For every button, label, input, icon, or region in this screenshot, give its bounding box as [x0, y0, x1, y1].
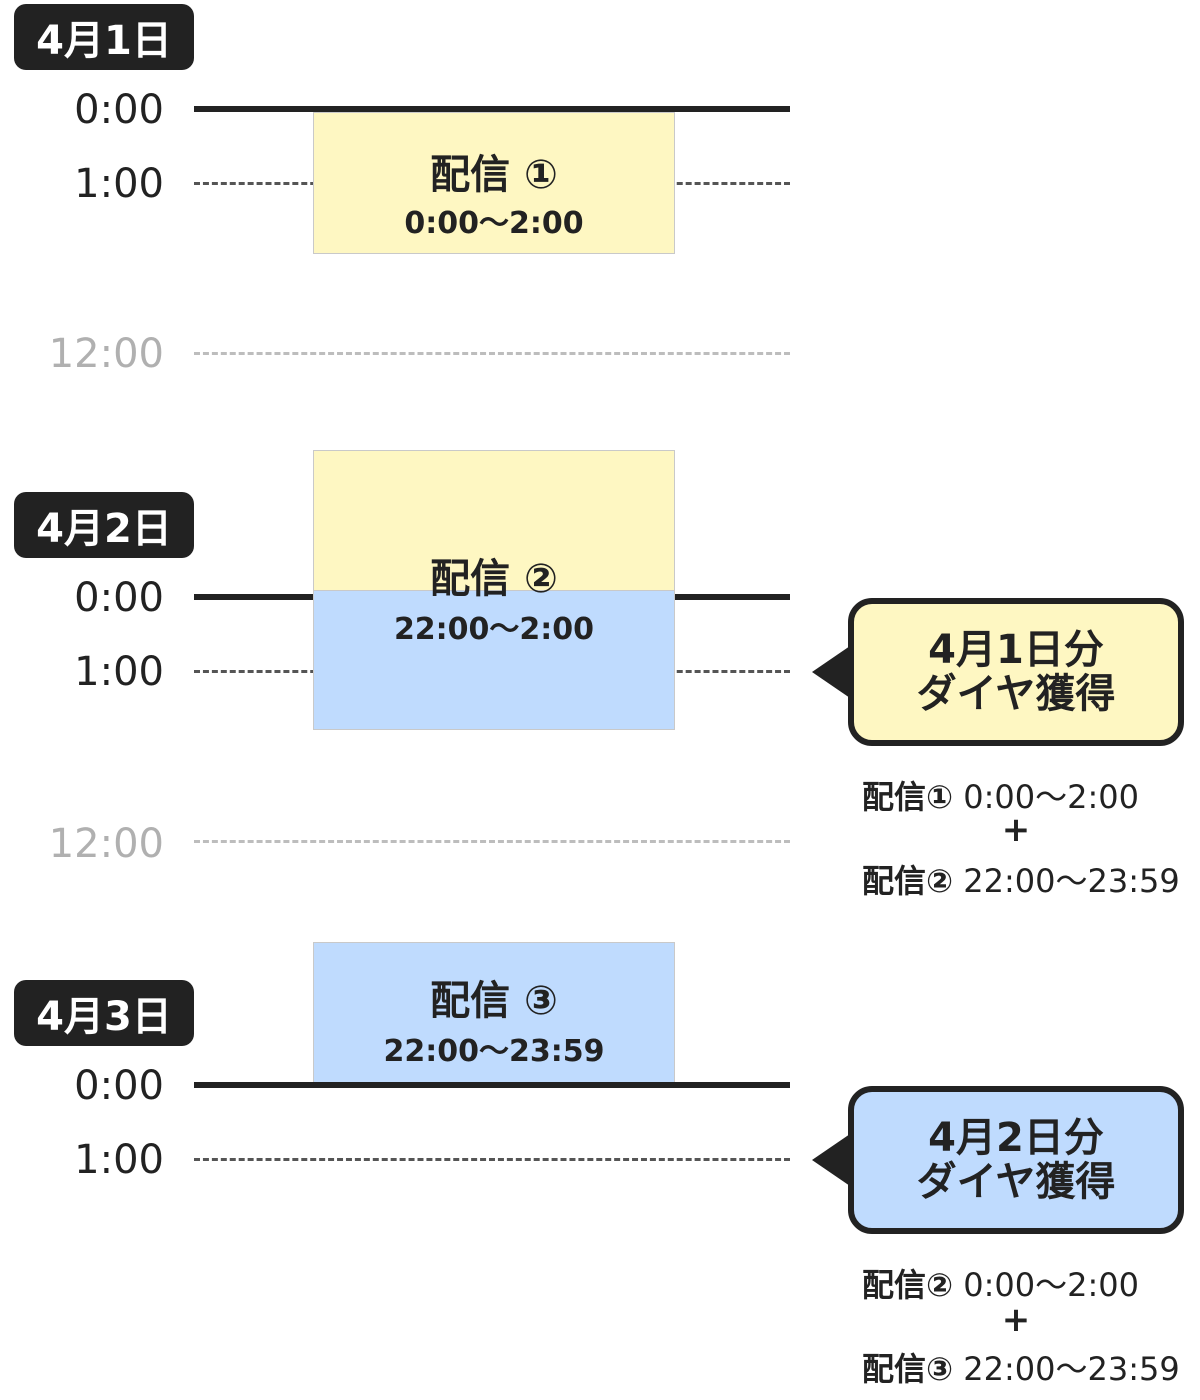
callout-pointer-1	[812, 646, 850, 698]
note-plus: +	[1001, 810, 1031, 850]
stream-time-2: 22:00〜2:00	[393, 612, 595, 647]
stream-block-2-before-midnight	[313, 450, 675, 592]
hour-line	[194, 1158, 790, 1161]
note-stream-time: 22:00〜23:59	[963, 1350, 1180, 1388]
date-badge-day2: 4月2日	[14, 492, 194, 558]
day-start-line	[194, 106, 790, 112]
callout-note-a: 配信① 0:00〜2:00	[862, 772, 1139, 818]
time-label-12: 12:00	[48, 821, 164, 867]
stream-time-1: 0:00〜2:00	[404, 206, 584, 241]
callout-note-b: 配信② 22:00〜23:59	[862, 856, 1180, 902]
note-plus: +	[1001, 1300, 1031, 1340]
callout-day1: 4月1日分 ダイヤ獲得	[848, 598, 1184, 746]
stream-time-3: 22:00〜23:59	[383, 1034, 605, 1069]
callout-subtitle: ダイヤ獲得	[916, 671, 1116, 717]
callout-title: 4月2日分	[928, 1115, 1104, 1161]
time-label-1: 1:00	[74, 161, 164, 207]
stream-title-1: 配信 ①	[430, 152, 558, 198]
callout-note-a: 配信② 0:00〜2:00	[862, 1260, 1139, 1306]
stream-title-2: 配信 ②	[430, 556, 558, 602]
stream-block-1	[313, 112, 675, 254]
note-stream-label: 配信①	[862, 778, 954, 816]
callout-subtitle: ダイヤ獲得	[916, 1159, 1116, 1205]
callout-note-b: 配信③ 22:00〜23:59	[862, 1344, 1180, 1390]
date-label: 4月1日	[36, 18, 172, 64]
noon-line	[194, 352, 790, 355]
time-label-0: 0:00	[74, 575, 164, 621]
date-label: 4月2日	[36, 506, 172, 552]
note-stream-label: 配信③	[862, 1350, 954, 1388]
callout-pointer-2	[812, 1134, 850, 1186]
note-stream-label: 配信②	[862, 1266, 954, 1304]
noon-line	[194, 840, 790, 843]
stream-block-3	[313, 942, 675, 1084]
time-label-12: 12:00	[48, 331, 164, 377]
date-label: 4月3日	[36, 994, 172, 1040]
stream-title-3: 配信 ③	[430, 978, 558, 1024]
time-label-1: 1:00	[74, 649, 164, 695]
time-label-0: 0:00	[74, 87, 164, 133]
time-label-0: 0:00	[74, 1063, 164, 1109]
note-stream-time: 22:00〜23:59	[963, 862, 1180, 900]
date-badge-day1: 4月1日	[14, 4, 194, 70]
time-label-1: 1:00	[74, 1137, 164, 1183]
day-start-line	[194, 1082, 790, 1088]
callout-day2: 4月2日分 ダイヤ獲得	[848, 1086, 1184, 1234]
note-stream-time: 0:00〜2:00	[963, 1266, 1140, 1304]
note-stream-label: 配信②	[862, 862, 954, 900]
note-stream-time: 0:00〜2:00	[963, 778, 1140, 816]
stream-block-2-after-midnight	[313, 590, 675, 730]
date-badge-day3: 4月3日	[14, 980, 194, 1046]
callout-title: 4月1日分	[928, 627, 1104, 673]
